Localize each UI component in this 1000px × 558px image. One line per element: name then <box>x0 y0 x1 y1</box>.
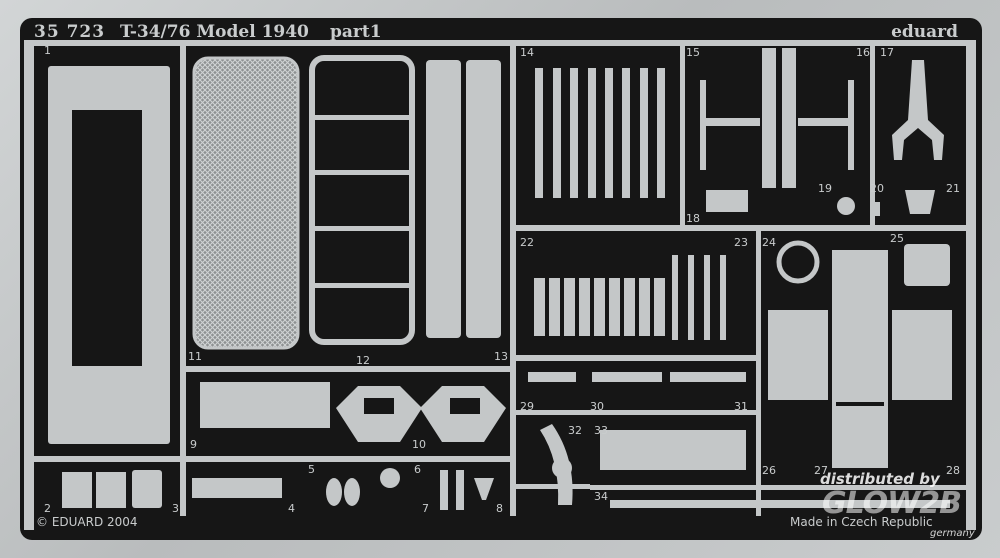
part-number: 5 <box>308 463 315 476</box>
part-number: 21 <box>946 182 960 195</box>
part-number: 22 <box>520 236 534 249</box>
sheet-code: 35 723 <box>34 22 106 42</box>
part-number: 17 <box>880 46 894 59</box>
part-number: 23 <box>734 236 748 249</box>
sheet-part: part1 <box>330 22 382 42</box>
part-number: 29 <box>520 400 534 413</box>
made-in-text: Made in Czech Republic <box>790 515 933 529</box>
part-number: 3 <box>172 502 179 515</box>
part-number: 1 <box>44 44 51 57</box>
part-number: 10 <box>412 438 426 451</box>
part-number: 15 <box>686 46 700 59</box>
part-number: 34 <box>594 490 608 503</box>
part-number: 6 <box>414 463 421 476</box>
part-number: 2 <box>44 502 51 515</box>
part-number: 30 <box>590 400 604 413</box>
part-number: 33 <box>594 424 608 437</box>
part-number: 14 <box>520 46 534 59</box>
distributor-country: germany <box>930 528 975 539</box>
part-number: 28 <box>946 464 960 477</box>
part-number: 26 <box>762 464 776 477</box>
part-number: 25 <box>890 232 904 245</box>
part-number: 12 <box>356 354 370 367</box>
part-number: 8 <box>496 502 503 515</box>
part-number: 11 <box>188 350 202 363</box>
distributor-logo: GLOW2B <box>822 486 962 521</box>
part-number: 7 <box>422 502 429 515</box>
part-number: 20 <box>870 182 884 195</box>
copyright-text: © EDUARD 2004 <box>36 515 138 529</box>
part-number: 32 <box>568 424 582 437</box>
part-number: 18 <box>686 212 700 225</box>
part-number: 19 <box>818 182 832 195</box>
part-number: 13 <box>494 350 508 363</box>
distributor-text: distributed by <box>820 470 940 488</box>
part-number: 24 <box>762 236 776 249</box>
part-number: 31 <box>734 400 748 413</box>
brand-name: eduard <box>891 22 958 42</box>
part-number: 27 <box>814 464 828 477</box>
part-number: 16 <box>856 46 870 59</box>
part-number: 9 <box>190 438 197 451</box>
part-number: 4 <box>288 502 295 515</box>
sheet-title: T-34/76 Model 1940 <box>120 22 309 42</box>
